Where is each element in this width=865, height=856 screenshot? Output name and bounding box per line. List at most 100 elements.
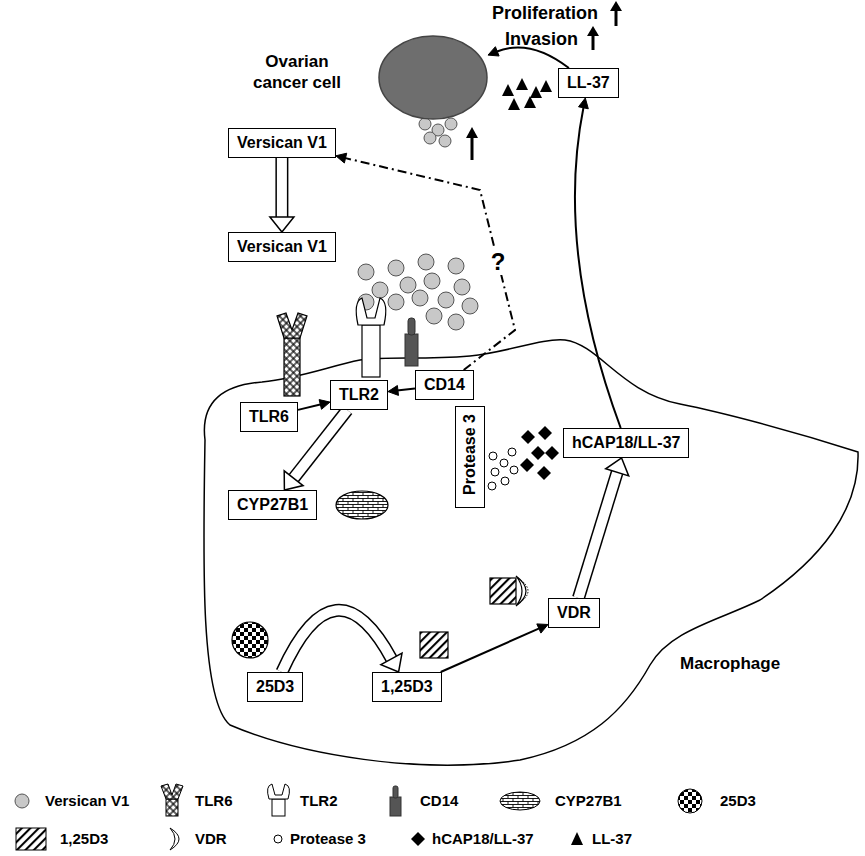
versican-dots [424, 132, 436, 144]
legend-symbols [500, 792, 540, 810]
node-text: Protease 3 [460, 414, 480, 495]
protease-dots [488, 448, 518, 490]
versican-dots [424, 273, 440, 289]
legend-text: CYP27B1 [555, 792, 622, 809]
legend-text: VDR [195, 830, 227, 847]
hcap18-diamonds [531, 446, 545, 460]
arrow-head [284, 471, 303, 490]
versican-dots [445, 118, 457, 130]
hcap18-diamonds [537, 466, 551, 480]
arrow-head [606, 458, 629, 476]
connector [388, 386, 415, 396]
arrow-head [381, 653, 402, 672]
increase-arrow [592, 34, 595, 50]
hcap18-diamonds [521, 430, 535, 444]
node-text: 1,25D3 [381, 678, 433, 695]
tlr2-receptor [356, 298, 386, 325]
macrophage-membrane [204, 340, 858, 765]
versican-dots [448, 258, 464, 274]
protease-dots [510, 466, 518, 474]
peptide-box: LL-37 [558, 68, 619, 98]
legend-symbols [393, 786, 398, 798]
legend-symbols [170, 828, 179, 850]
connector [282, 610, 402, 672]
versican-dots [438, 292, 454, 308]
legend-text: hCAP18/LL-37 [432, 830, 534, 847]
connector [336, 153, 515, 370]
arrow-shaft [275, 158, 288, 219]
ll37-peptides [508, 98, 520, 110]
versican-dots [358, 264, 374, 280]
connector [441, 624, 548, 672]
hcap18-diamonds [520, 426, 559, 480]
arrow-shaft [579, 471, 618, 598]
tlr2-receptor [362, 325, 380, 377]
versican-dots [462, 298, 478, 314]
receptor-box: TLR2 [330, 380, 388, 410]
receptor-box: TLR6 [240, 402, 298, 432]
protease-dots [488, 482, 496, 490]
arrow-line [397, 388, 415, 390]
protease-dots [501, 477, 509, 485]
cd14-anchor [408, 318, 415, 335]
arrow-head [319, 400, 330, 410]
versican-dots [412, 290, 428, 306]
molecule-box: 1,25D3 [372, 672, 442, 702]
cyp27b1-enzyme [336, 491, 388, 519]
arrow-shaft [282, 610, 392, 672]
legend-symbols [268, 784, 290, 799]
arrow-head [336, 153, 347, 163]
node-text: 25D3 [256, 678, 294, 695]
increase-arrow [610, 1, 622, 11]
versican-dots [454, 279, 470, 295]
increase-arrow [610, 1, 622, 26]
arrow-shaft [579, 471, 618, 598]
legend-symbols [166, 799, 178, 816]
legend-text: CD14 [420, 792, 458, 809]
cell-shape [378, 35, 488, 120]
tlr6-receptor [277, 313, 307, 338]
arrow-head [388, 386, 399, 396]
arrow-head [579, 98, 589, 109]
arrow-head [488, 47, 499, 56]
protease-dots [508, 448, 516, 456]
increase-arrow [466, 127, 478, 138]
versican-dots [448, 314, 464, 330]
node-text: Versican V1 [237, 134, 327, 151]
legend-symbols [571, 832, 583, 845]
ll37-peptides [516, 78, 528, 90]
versican-dots [400, 277, 416, 293]
increase-arrow [587, 26, 599, 50]
ll37-peptides [502, 84, 514, 96]
tlr2-receptor [356, 298, 386, 377]
increase-arrow [466, 127, 478, 160]
versican-dots [388, 294, 404, 310]
legend-symbols [390, 797, 401, 816]
legend-symbols [161, 784, 183, 816]
legend-symbols [678, 789, 702, 813]
increase-arrow [587, 26, 599, 36]
vdr-complex [518, 578, 528, 604]
protease-dots [500, 459, 508, 467]
arrow-shaft [293, 410, 348, 479]
25d3-molecule [232, 622, 268, 658]
receptor-box: VDR [548, 598, 600, 628]
molecule-box: 25D3 [247, 672, 303, 702]
legend-symbols [16, 828, 46, 850]
ll37-peptides [502, 78, 552, 110]
ll37-peptides [524, 96, 536, 108]
legend-text: 25D3 [720, 792, 756, 809]
node-text: VDR [557, 604, 591, 621]
hcap18-diamonds [538, 426, 552, 440]
enzyme-box: Protease 3 [455, 406, 485, 508]
vdr-complex [490, 578, 516, 604]
legend-symbols [390, 786, 401, 816]
tlr6-receptor [277, 313, 307, 396]
peptide-box: hCAP18/LL-37 [563, 428, 689, 458]
legend-symbols [268, 784, 290, 816]
arrow-line [345, 158, 515, 370]
versican-dots [419, 118, 457, 147]
ll37-peptides [540, 80, 552, 92]
